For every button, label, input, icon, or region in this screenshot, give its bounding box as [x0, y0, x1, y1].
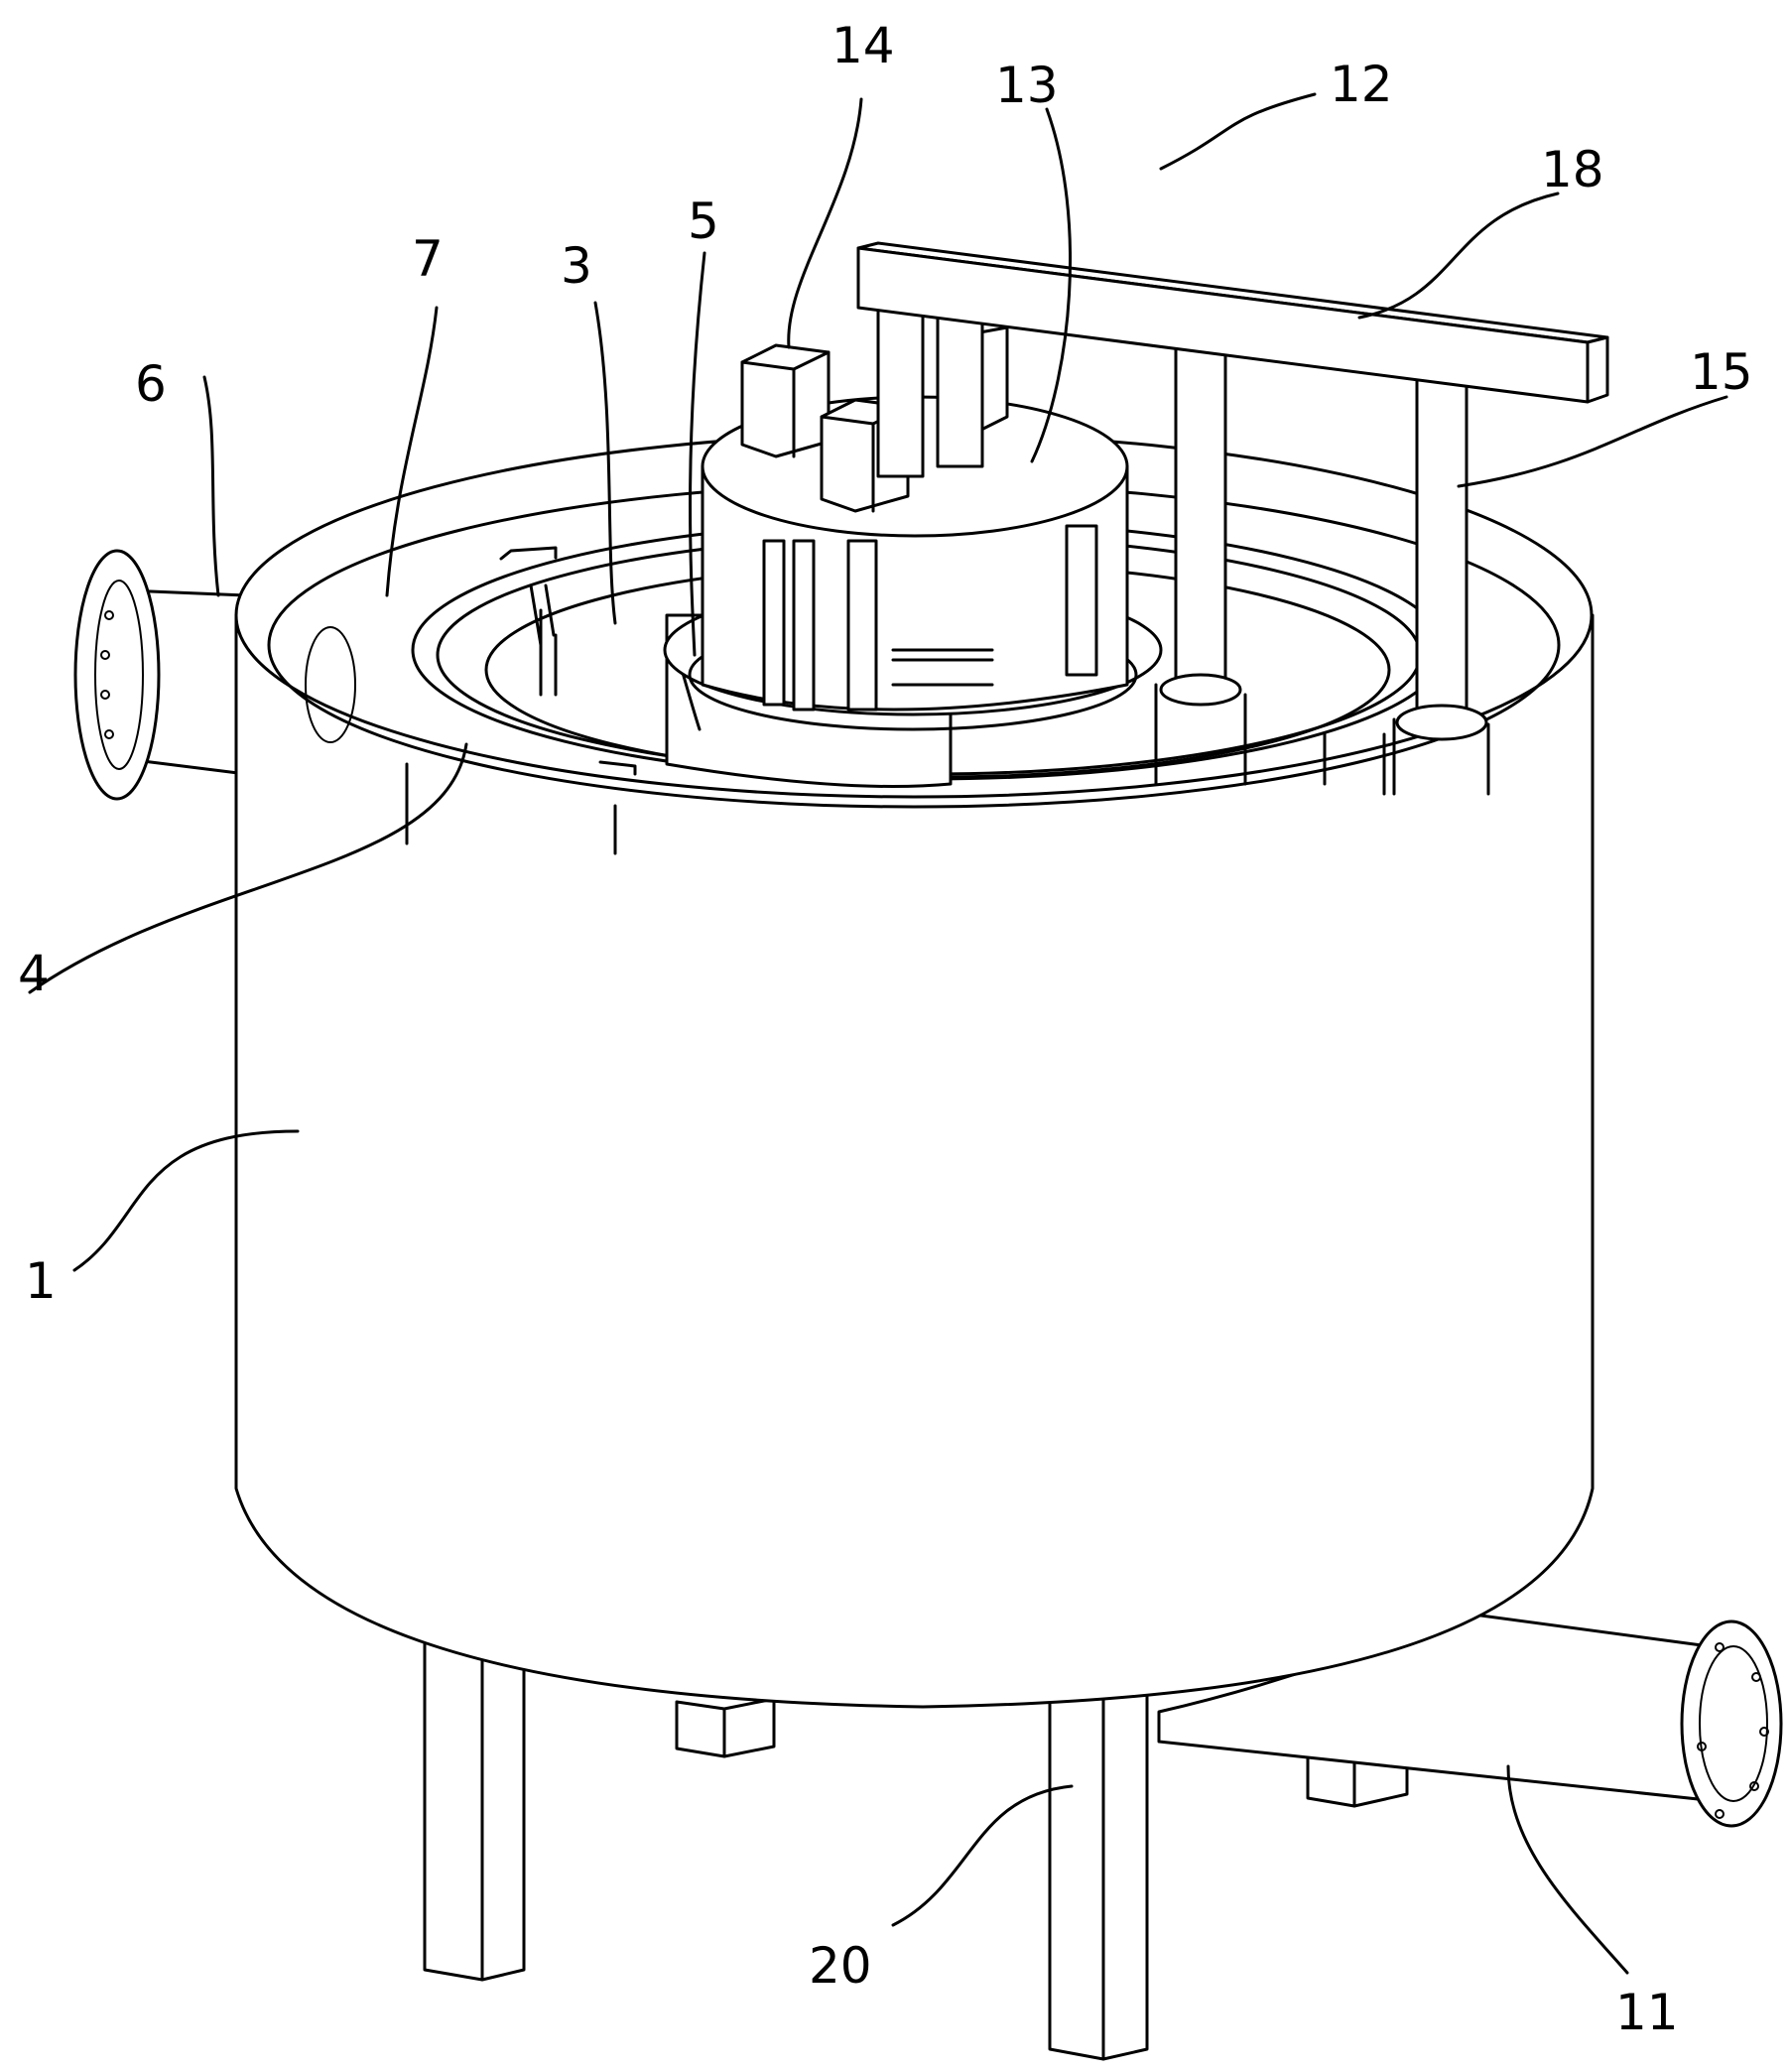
label-15: 15: [1690, 343, 1753, 401]
leader-lines: [28, 92, 1728, 1975]
label-5: 5: [688, 193, 719, 250]
label-13: 13: [995, 57, 1059, 114]
label-12: 12: [1330, 56, 1393, 113]
label-14: 14: [831, 17, 895, 74]
label-1: 1: [25, 1252, 57, 1310]
support-legs: [423, 1625, 1409, 2061]
inlet-pipe: [73, 549, 248, 801]
label-3: 3: [561, 237, 592, 295]
cross-beam: [856, 241, 1609, 404]
label-6: 6: [135, 355, 167, 413]
label-20: 20: [809, 1937, 872, 1995]
label-11: 11: [1615, 1984, 1679, 2041]
label-18: 18: [1541, 141, 1604, 198]
label-4: 4: [18, 945, 50, 1002]
outlet-pipe: [1157, 1611, 1783, 1828]
reference-labels: 1 3 4 5 6 7 11 12 13 14 15 18 20: [18, 17, 1753, 2041]
label-7: 7: [412, 230, 444, 288]
